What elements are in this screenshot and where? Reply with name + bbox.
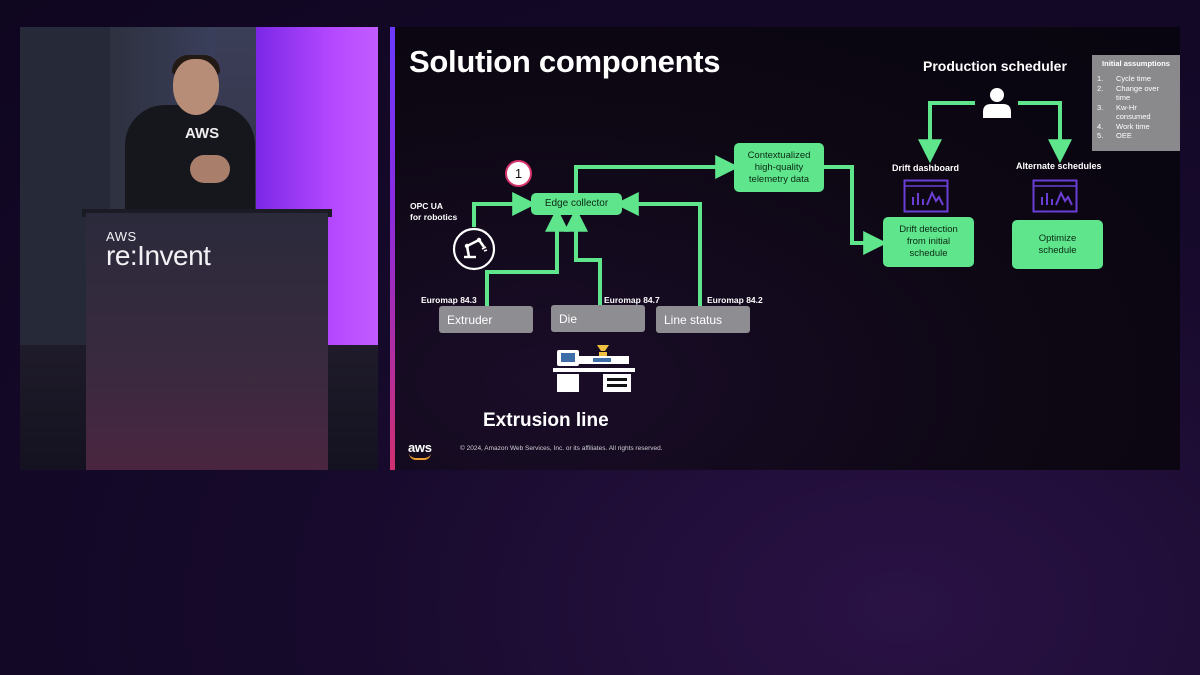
drift-dashboard-label: Drift dashboard bbox=[892, 163, 960, 173]
line-status-box: Line status bbox=[656, 306, 750, 333]
context-line-3: telemetry data bbox=[748, 173, 810, 185]
assumption-text-line-1: Kw-Hr bbox=[1116, 102, 1137, 112]
reinvent-logo-aws: AWS bbox=[106, 229, 137, 244]
assumption-text-line-1: Cycle time bbox=[1116, 74, 1152, 83]
context-line-1: Contextualized bbox=[747, 149, 811, 161]
flow-arrows bbox=[472, 101, 1072, 307]
contextualized-telemetry-box: Contextualized high-quality telemetry da… bbox=[734, 143, 824, 192]
step-number-badge: 1 bbox=[505, 160, 532, 187]
assumption-text: OEE bbox=[1116, 131, 1132, 141]
assumption-text-line-1: Change over bbox=[1116, 83, 1159, 93]
slide-accent-bar bbox=[390, 27, 395, 470]
slide-title: Solution components bbox=[409, 44, 721, 79]
drift-line-3: schedule bbox=[909, 248, 948, 259]
extruder-box: Extruder bbox=[439, 306, 533, 333]
drift-line-2: from initial bbox=[906, 236, 951, 247]
assumption-item: 4. Work time bbox=[1097, 122, 1175, 132]
arrow-line-to-edge bbox=[614, 192, 702, 307]
optimize-schedule-box: Optimize schedule bbox=[1012, 220, 1103, 269]
aws-logo-text: aws bbox=[408, 440, 432, 455]
opc-ua-line-1: OPC UA bbox=[410, 201, 444, 211]
assumption-text-line-1: OEE bbox=[1116, 131, 1132, 140]
arrow-robot-to-edge bbox=[472, 192, 537, 227]
user-icon bbox=[983, 88, 1011, 118]
aws-logo: aws bbox=[408, 440, 432, 460]
arrow-context-to-drift bbox=[823, 165, 888, 255]
drift-line-1: Drift detection bbox=[899, 224, 958, 235]
assumption-number: 4. bbox=[1097, 121, 1104, 131]
assumption-item: 1. Cycle time bbox=[1097, 74, 1175, 84]
optimize-line-2: schedule bbox=[1038, 244, 1077, 256]
dashboard-icon bbox=[903, 179, 949, 213]
reinvent-logo: AWS re:Invent bbox=[106, 229, 211, 271]
reinvent-logo-text: re:Invent bbox=[106, 240, 211, 271]
assumption-text-line-1: Work time bbox=[1116, 121, 1150, 131]
assumption-number: 5. bbox=[1097, 131, 1104, 140]
assumption-number: 2. bbox=[1097, 83, 1104, 93]
assumption-text: Work time bbox=[1116, 122, 1150, 132]
euromap-extruder-label: Euromap 84.3 bbox=[421, 295, 477, 305]
robot-arm-icon bbox=[452, 227, 496, 271]
arrow-extruder-to-edge bbox=[485, 207, 569, 307]
speaker-video-panel: AWS AWS re:Invent bbox=[20, 27, 378, 470]
context-line-2: high-quality bbox=[754, 161, 804, 173]
initial-assumptions-panel: Initial assumptions 1. Cycle time 2. Change… bbox=[1092, 55, 1180, 151]
aws-smile bbox=[409, 453, 431, 460]
edge-collector-box: Edge collector bbox=[531, 193, 622, 215]
production-scheduler-label: Production scheduler bbox=[923, 58, 1067, 74]
arrow-edge-to-context bbox=[574, 155, 740, 193]
arrow-scheduler-to-alternate bbox=[1018, 101, 1072, 164]
assumption-text-line-2: consumed bbox=[1116, 112, 1151, 121]
assumption-text: Cycle time bbox=[1116, 74, 1151, 84]
arrow-scheduler-to-dashboard bbox=[918, 101, 975, 164]
shirt-logo: AWS bbox=[185, 125, 220, 142]
assumption-text-line-2: time bbox=[1116, 93, 1131, 102]
assumption-item: 5. OEE bbox=[1097, 131, 1175, 141]
alternate-schedules-label: Alternate schedules bbox=[1016, 161, 1102, 171]
extrusion-machine-icon bbox=[553, 345, 635, 392]
podium bbox=[86, 213, 328, 470]
die-box: Die bbox=[551, 305, 645, 332]
speaker-head bbox=[173, 59, 219, 115]
assumption-number: 1. bbox=[1097, 74, 1104, 83]
speaker-hands bbox=[190, 155, 230, 183]
optimize-line-1: Optimize bbox=[1038, 232, 1077, 244]
euromap-die-label: Euromap 84.7 bbox=[604, 295, 660, 305]
drift-detection-box: Drift detection from initial schedule bbox=[883, 217, 974, 267]
presentation-slide: Solution components Production s bbox=[390, 27, 1180, 470]
copyright-text: © 2024, Amazon Web Services, Inc. or its… bbox=[460, 445, 663, 452]
assumption-number: 3. bbox=[1097, 102, 1104, 112]
assumptions-title: Initial assumptions bbox=[1102, 59, 1170, 68]
euromap-line-label: Euromap 84.2 bbox=[707, 295, 763, 305]
schedule-chart-icon bbox=[1032, 179, 1078, 213]
arrow-die-to-edge bbox=[564, 207, 602, 307]
opc-ua-line-2: for robotics bbox=[410, 212, 458, 222]
opc-ua-label: OPC UA for robotics bbox=[410, 201, 457, 223]
extrusion-line-label: Extrusion line bbox=[483, 410, 609, 431]
